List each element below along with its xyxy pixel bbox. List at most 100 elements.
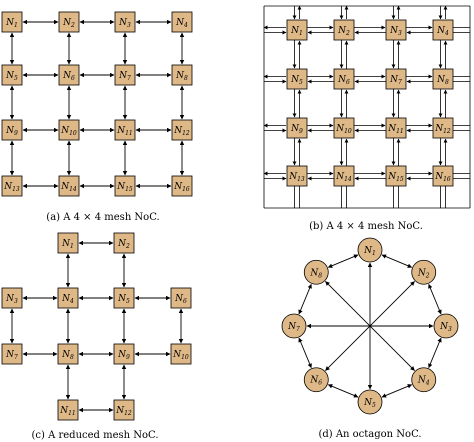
panel-a-node-n4: N4 xyxy=(171,11,193,33)
panel-a-node-label: N10 xyxy=(60,126,77,137)
panel-c-node-box xyxy=(1,287,23,309)
panel-b-node-n13: N13 xyxy=(286,165,308,187)
panel-b-node-box xyxy=(286,165,308,187)
panel-c-node-label: N10 xyxy=(172,350,189,361)
panel-a-node-label: N13 xyxy=(3,182,20,193)
panel-a-node-label: N2 xyxy=(62,18,75,29)
panel-a-node-label: N9 xyxy=(5,126,18,137)
panel-a-node-box xyxy=(114,11,136,33)
panel-d-node-label: N4 xyxy=(417,376,430,387)
panel-c-node-n4: N4 xyxy=(57,287,79,309)
panel-b-node-box xyxy=(333,165,355,187)
panel-a-node-box xyxy=(171,119,193,141)
panel-c-node-label: N7 xyxy=(5,350,18,361)
panel-d-node-label: N8 xyxy=(309,268,322,279)
panel-a-node-n3: N3 xyxy=(114,11,136,33)
panel-b-node-box xyxy=(432,165,454,187)
panel-b-node-n2: N2 xyxy=(333,19,355,41)
panel-a-node-box xyxy=(114,64,136,86)
panel-c-node-label: N6 xyxy=(174,294,187,305)
panel-a-node-n15: N15 xyxy=(114,175,136,197)
panel-b-node-label: N11 xyxy=(387,124,404,135)
panel-d-node-label: N5 xyxy=(363,398,376,409)
panel-b-node-n1: N1 xyxy=(286,19,308,41)
panel-b-node-n11: N11 xyxy=(385,117,407,139)
panel-b-node-box xyxy=(385,117,407,139)
panel-b-node-box xyxy=(286,19,308,41)
panel-d-node-circle xyxy=(281,313,307,339)
panel-c-node-n7: N7 xyxy=(1,343,23,365)
panel-d-node-n5: N5 xyxy=(357,389,383,415)
panel-b-node-n8: N8 xyxy=(432,68,454,90)
panel-a-node-n10: N10 xyxy=(58,119,80,141)
panel-d-link xyxy=(381,254,413,268)
panel-d-node-circle xyxy=(411,259,437,285)
panel-d-node-circle xyxy=(411,367,437,393)
panel-d-link xyxy=(428,283,442,315)
panel-a-node-n16: N16 xyxy=(171,175,193,197)
panel-c-node-n12: N12 xyxy=(113,399,135,421)
panel-c-node-n8: N8 xyxy=(57,343,79,365)
panel-d-link xyxy=(298,283,312,315)
panel-a-node-box xyxy=(58,11,80,33)
panel-d-node-n7: N7 xyxy=(281,313,307,339)
panel-d-node-circle xyxy=(433,313,459,339)
panel-a-node-n12: N12 xyxy=(171,119,193,141)
panel-a-node-n14: N14 xyxy=(58,175,80,197)
panel-c-node-n5: N5 xyxy=(113,287,135,309)
panel-a-node-label: N3 xyxy=(118,18,131,29)
panel-b-node-box xyxy=(432,117,454,139)
panel-d-link xyxy=(325,281,415,371)
panel-a-node-label: N15 xyxy=(116,182,133,193)
panel-a-node-box xyxy=(114,119,136,141)
caption-a: (a) A 4 × 4 mesh NoC. xyxy=(46,212,159,223)
panel-b-node-label: N2 xyxy=(337,26,350,37)
panel-c-node-label: N5 xyxy=(117,294,130,305)
panel-a-node-label: N12 xyxy=(173,126,190,137)
panel-c-node-n3: N3 xyxy=(1,287,23,309)
panel-b-node-n15: N15 xyxy=(385,165,407,187)
panel-c-node-label: N8 xyxy=(61,350,74,361)
panel-c-node-n9: N9 xyxy=(113,343,135,365)
panel-c-node-box xyxy=(113,232,135,254)
panel-b-node-n10: N10 xyxy=(333,117,355,139)
panel-c-node-box xyxy=(1,343,23,365)
panel-b-node-n7: N7 xyxy=(385,68,407,90)
panel-d-node-circle xyxy=(303,259,329,285)
panel-a-node-label: N11 xyxy=(116,126,133,137)
panel-a-node-box xyxy=(114,175,136,197)
panel-c-node-box xyxy=(170,343,192,365)
panel-b-node-label: N7 xyxy=(389,75,402,86)
panel-c-node-label: N1 xyxy=(61,239,74,250)
panel-b-node-label: N4 xyxy=(436,26,449,37)
panel-c-node-n2: N2 xyxy=(113,232,135,254)
panel-d-link xyxy=(428,337,442,369)
panel-d-node-label: N1 xyxy=(363,246,376,257)
panel-c-node-n1: N1 xyxy=(57,232,79,254)
panel-d-link xyxy=(381,384,413,398)
panel-b-node-box xyxy=(333,19,355,41)
caption-b: (b) A 4 × 4 mesh NoC. xyxy=(309,221,423,232)
panel-b-node-label: N10 xyxy=(335,124,352,135)
panel-d-node-n3: N3 xyxy=(433,313,459,339)
panel-a-node-n5: N5 xyxy=(1,64,23,86)
panel-b-node-n14: N14 xyxy=(333,165,355,187)
panel-b-node-label: N3 xyxy=(389,26,402,37)
panel-a-node-label: N16 xyxy=(173,182,190,193)
panel-c-node-label: N4 xyxy=(61,294,74,305)
panel-b-node-box xyxy=(333,117,355,139)
panel-b-node-box xyxy=(432,68,454,90)
panel-d-node-label: N3 xyxy=(439,322,452,333)
panel-a-node-box xyxy=(171,64,193,86)
panel-a-node-n9: N9 xyxy=(1,119,23,141)
panel-d-node-label: N2 xyxy=(417,268,430,279)
panel-c-node-label: N12 xyxy=(115,406,132,417)
panel-c-node-box xyxy=(57,399,79,421)
panel-d-node-label: N6 xyxy=(309,376,322,387)
panel-d-link xyxy=(327,384,359,398)
panel-a-node-n8: N8 xyxy=(171,64,193,86)
panel-b-node-n4: N4 xyxy=(432,19,454,41)
panel-d-node-circle xyxy=(303,367,329,393)
panel-a-node-label: N14 xyxy=(60,182,77,193)
